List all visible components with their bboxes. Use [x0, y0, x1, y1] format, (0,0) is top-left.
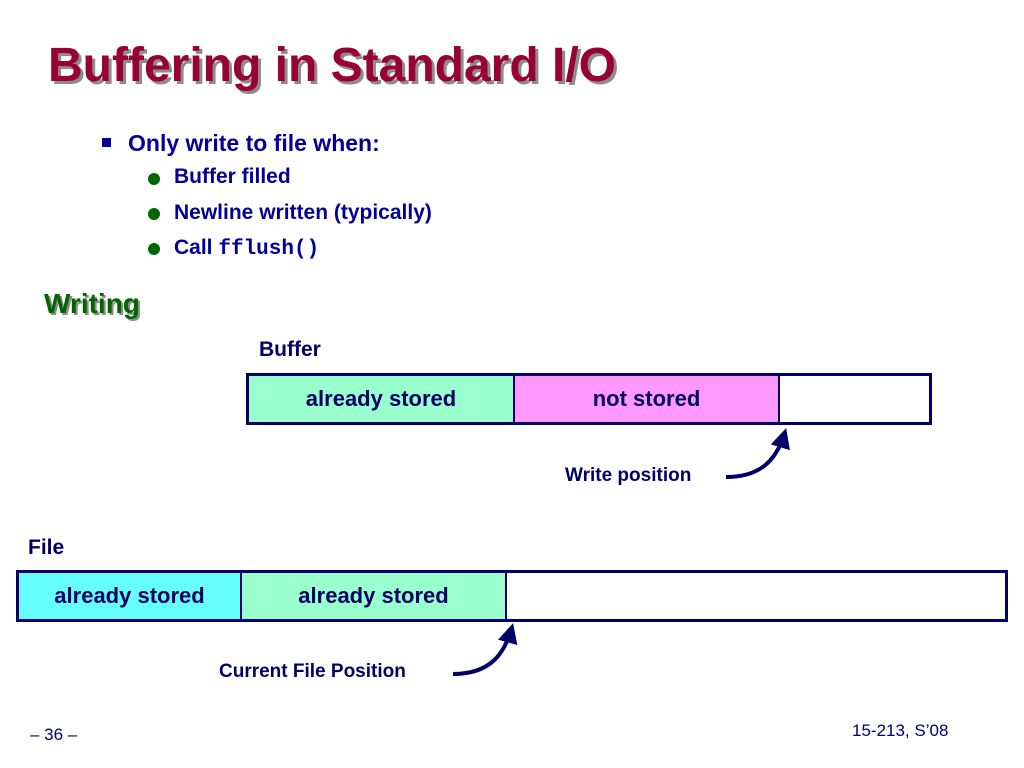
buffer-cell-stored: already stored	[249, 376, 515, 422]
course-id: 15-213, S’08	[852, 721, 949, 740]
fflush-code: fflush()	[218, 238, 320, 261]
file-cell-stored-2: already stored	[242, 573, 507, 619]
slide-title: Buffering in Standard I/O	[48, 39, 617, 92]
current-file-position-label: Current File Position	[219, 661, 406, 682]
bullet-dot-icon	[148, 243, 160, 255]
main-bullet: Only write to file when:	[128, 130, 380, 156]
page-number: – 36 –	[30, 725, 78, 744]
write-position-label: Write position	[565, 465, 692, 486]
bullet-dot-icon	[148, 208, 160, 220]
file-bar: already stored already stored	[16, 570, 1008, 622]
section-heading: Writing	[44, 288, 140, 319]
sub-bullet-fflush: Call fflush()	[174, 236, 319, 261]
buffer-bar: already stored not stored	[246, 373, 932, 425]
sub-bullet-newline: Newline written (typically)	[174, 201, 432, 224]
buffer-label: Buffer	[259, 338, 321, 361]
sub-bullet-buffer-filled: Buffer filled	[174, 165, 291, 188]
bullet-dot-icon	[148, 173, 160, 185]
bullet-square-icon	[102, 138, 111, 147]
call-text: Call	[174, 236, 219, 259]
file-position-arrow	[452, 623, 518, 676]
file-label: File	[28, 536, 65, 559]
file-cell-stored-1: already stored	[19, 573, 242, 619]
buffer-cell-not-stored: not stored	[515, 376, 780, 422]
write-position-arrow	[725, 428, 790, 479]
